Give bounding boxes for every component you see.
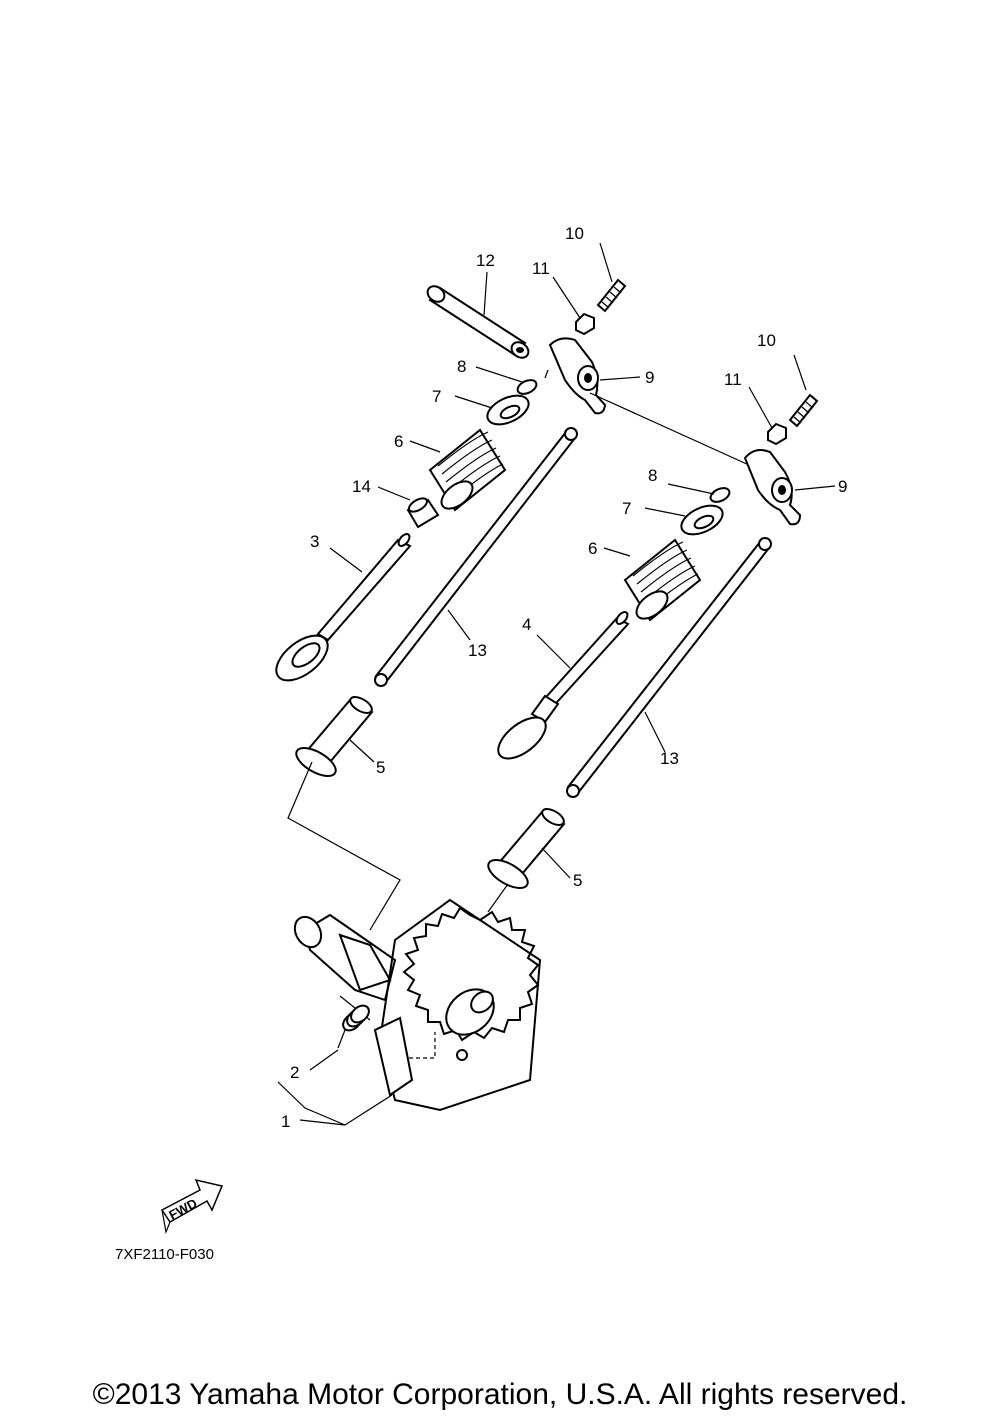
part-9-rocker-arm-right bbox=[743, 449, 802, 526]
part-8-valve-cotter-left bbox=[516, 379, 538, 395]
callout-8-right: 8 bbox=[648, 466, 657, 485]
callout-labels: 10 11 12 8 7 9 6 14 3 13 5 10 11 8 7 9 6… bbox=[281, 224, 847, 1131]
callout-6-right: 6 bbox=[588, 539, 597, 558]
part-13-pushrod-right bbox=[566, 537, 772, 798]
part-1-camshaft-assembly bbox=[293, 898, 542, 1112]
callout-13-left: 13 bbox=[468, 641, 487, 660]
part-14-valve-stem-seal bbox=[406, 497, 440, 529]
callout-9-left: 9 bbox=[645, 368, 654, 387]
callout-7-right: 7 bbox=[622, 499, 631, 518]
part-11-locknut-left bbox=[575, 312, 595, 336]
part-2-decompression-spring bbox=[337, 995, 371, 1049]
callout-1: 1 bbox=[281, 1112, 290, 1131]
diagram-code: 7XF2110-F030 bbox=[115, 1246, 214, 1263]
part-6-valve-spring-left bbox=[428, 428, 507, 512]
part-5-tappet-right bbox=[487, 808, 566, 889]
callout-13-right: 13 bbox=[660, 749, 679, 768]
part-10-adjusting-screw-right bbox=[788, 393, 819, 428]
callout-14: 14 bbox=[352, 477, 371, 496]
part-5-tappet-left bbox=[295, 696, 374, 777]
callout-9-right: 9 bbox=[838, 477, 847, 496]
leader-lines bbox=[277, 242, 836, 1126]
part-13-pushrod-left bbox=[374, 427, 578, 687]
callout-10-right: 10 bbox=[757, 331, 776, 350]
part-12-pushrod-tube bbox=[426, 285, 530, 359]
part-9-rocker-arm-left bbox=[548, 337, 607, 415]
part-6-valve-spring-right bbox=[623, 538, 702, 622]
callout-8-left: 8 bbox=[457, 357, 466, 376]
callout-3: 3 bbox=[310, 532, 319, 551]
fwd-label: FWD bbox=[166, 1196, 199, 1223]
part-10-adjusting-screw-left bbox=[596, 278, 627, 313]
part-11-locknut-right bbox=[767, 422, 787, 446]
callout-7-left: 7 bbox=[432, 387, 441, 406]
part-7-spring-retainer-right bbox=[680, 504, 724, 536]
copyright-notice: ©2013 Yamaha Motor Corporation, U.S.A. A… bbox=[92, 1378, 908, 1411]
part-4-valve-right bbox=[497, 611, 630, 760]
callout-10-left: 10 bbox=[565, 224, 584, 243]
part-7-spring-retainer-left bbox=[486, 394, 530, 426]
callout-5-left: 5 bbox=[376, 758, 385, 777]
callout-11-left: 11 bbox=[532, 259, 550, 278]
part-8-valve-cotter-right bbox=[709, 487, 731, 503]
part-3-valve-left bbox=[275, 533, 412, 682]
fwd-direction-arrow: FWD bbox=[160, 1178, 224, 1235]
callout-6-left: 6 bbox=[394, 432, 403, 451]
callout-4: 4 bbox=[522, 615, 531, 634]
callout-12: 12 bbox=[476, 251, 495, 270]
callout-2: 2 bbox=[290, 1063, 299, 1082]
callout-11-right: 11 bbox=[724, 370, 742, 389]
callout-5-right: 5 bbox=[573, 871, 582, 890]
